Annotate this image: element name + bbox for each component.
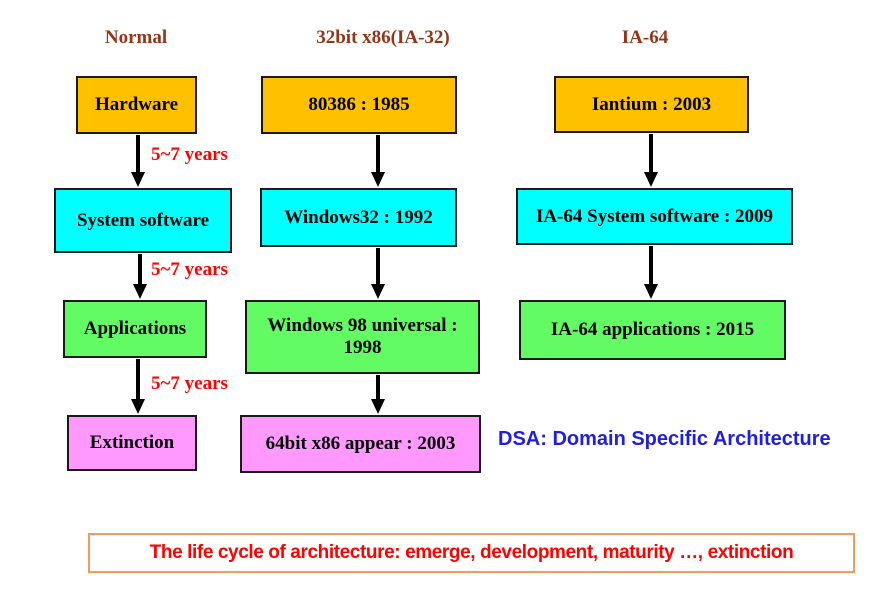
down-arrow-icon [371, 135, 385, 187]
down-arrow-icon [133, 254, 147, 299]
down-arrow-icon [371, 248, 385, 299]
box-extinction: Extinction [67, 415, 197, 471]
interval-label: 5~7 years [151, 144, 228, 165]
box-80386-1985: 80386 : 1985 [261, 76, 457, 134]
box-system-software: System software [54, 188, 232, 253]
column-header-ia32: 32bit x86(IA-32) [316, 27, 450, 48]
box-applications: Applications [63, 300, 207, 358]
column-header-ia64: IA-64 [621, 27, 669, 48]
column-header-normal: Normal [104, 27, 168, 48]
down-arrow-icon [131, 359, 145, 414]
down-arrow-icon [131, 135, 145, 187]
box-hardware: Hardware [76, 76, 197, 134]
box-ia64-system-software-2009: IA-64 System software : 2009 [516, 188, 793, 245]
box-iantium-2003: Iantium : 2003 [554, 76, 749, 133]
interval-label: 5~7 years [151, 373, 228, 394]
down-arrow-icon [644, 246, 658, 299]
box-64bit-x86-appear-2003: 64bit x86 appear : 2003 [240, 415, 481, 473]
down-arrow-icon [644, 134, 658, 187]
lifecycle-banner-text: The life cycle of architecture: emerge, … [149, 542, 794, 563]
box-windows32-1992: Windows32 : 1992 [260, 188, 457, 247]
down-arrow-icon [371, 375, 385, 414]
box-windows98-universal-1998: Windows 98 universal : 1998 [245, 300, 480, 374]
box-ia64-applications-2015: IA-64 applications : 2015 [519, 300, 786, 360]
interval-label: 5~7 years [151, 259, 228, 280]
lifecycle-banner: The life cycle of architecture: emerge, … [88, 533, 855, 573]
dsa-note: DSA: Domain Specific Architecture [498, 428, 831, 450]
